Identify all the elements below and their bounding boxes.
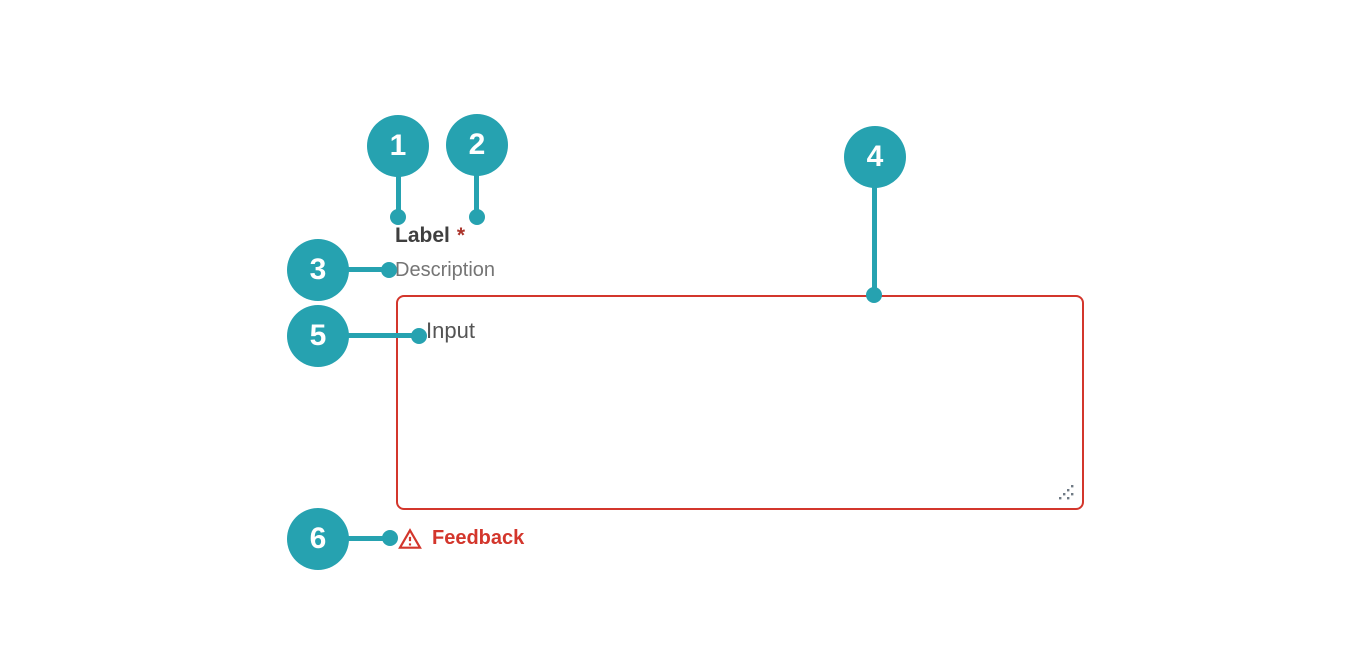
required-indicator: * <box>456 224 466 247</box>
callout-2-line <box>474 175 479 218</box>
callout-5-line <box>345 333 419 338</box>
callout-5-badge: 5 <box>287 305 349 367</box>
callout-6-line <box>345 536 390 541</box>
resize-grip-icon[interactable] <box>1056 483 1074 501</box>
callout-1-badge: 1 <box>367 115 429 177</box>
input-textarea[interactable]: Input <box>396 295 1084 510</box>
field-label-row: Label * <box>395 223 465 249</box>
callout-2-badge: 2 <box>446 114 508 176</box>
callout-5-dot <box>411 328 427 344</box>
callout-3-badge: 3 <box>287 239 349 301</box>
field-label: Label <box>395 224 450 247</box>
callout-4-line <box>872 187 877 295</box>
feedback-message: Feedback <box>397 525 524 552</box>
warning-triangle-icon <box>397 526 423 552</box>
callout-6-dot <box>382 530 398 546</box>
callout-1-dot <box>390 209 406 225</box>
callout-3-dot <box>381 262 397 278</box>
callout-6-badge: 6 <box>287 508 349 570</box>
callout-4-badge: 4 <box>844 126 906 188</box>
feedback-text: Feedback <box>432 527 525 549</box>
field-description: Description <box>395 259 496 281</box>
callout-1-line <box>396 176 401 218</box>
callout-2-dot <box>469 209 485 225</box>
callout-4-dot <box>866 287 882 303</box>
callout-3-line <box>345 267 389 272</box>
